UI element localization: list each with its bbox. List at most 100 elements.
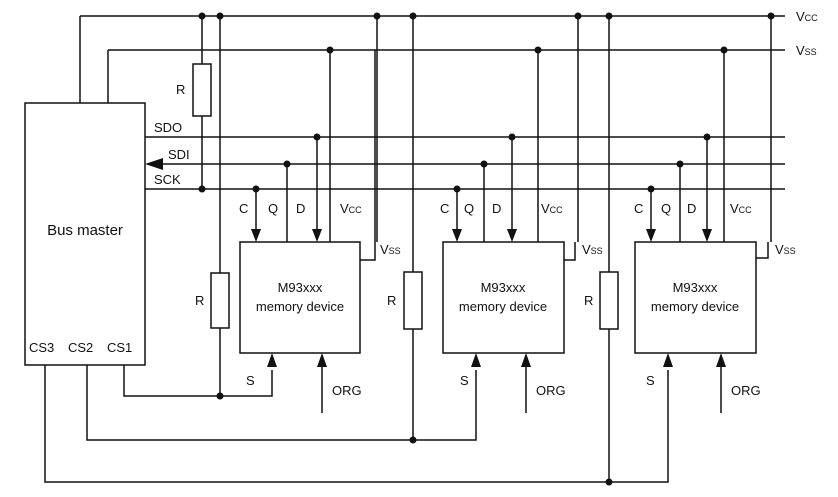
junction-dot <box>703 133 711 141</box>
device-1-vcc-label-sub: CC <box>349 205 362 215</box>
junction-dot <box>647 185 655 193</box>
device-3-q-label: Q <box>661 201 671 216</box>
device-1-s-arrow <box>267 353 277 367</box>
device-2-q-label: Q <box>464 201 474 216</box>
device-1-org-arrow <box>317 353 327 367</box>
device-2-vss-wire <box>564 242 576 261</box>
sck-pullup-resistor <box>192 63 212 117</box>
device-1-vss-label-sub: SS <box>389 246 401 256</box>
device-2-c-arrow <box>452 229 462 242</box>
junction-dot <box>252 185 260 193</box>
device-1-s-label: S <box>246 373 255 388</box>
device-3-c-arrow <box>646 229 656 242</box>
device-3-org-arrow <box>716 353 726 367</box>
sck-pullup-resistor-label: R <box>176 82 185 97</box>
device-2-vcc-label-main: V <box>541 201 550 216</box>
device-3-d-label: D <box>687 201 696 216</box>
vss-rail-label-sub: SS <box>805 47 817 57</box>
vcc-rail-label-sub: CC <box>805 13 818 23</box>
junction-dot <box>216 12 224 20</box>
cs2-label: CS2 <box>68 340 93 355</box>
junction-dot <box>326 46 334 54</box>
device-3-name-line2: memory device <box>651 299 739 314</box>
vss-rail-label-main: V <box>796 43 805 58</box>
device-1-q-label: Q <box>268 201 278 216</box>
device-1-vss-label-main: V <box>380 242 389 257</box>
vss-rail-label: VSS <box>796 43 817 58</box>
device-3-c-label: C <box>634 201 643 216</box>
junction-dot <box>534 46 542 54</box>
sdi-arrow <box>145 158 163 170</box>
junction-dot <box>409 12 417 20</box>
device-2-d-arrow <box>507 229 517 242</box>
junction-dot <box>480 160 488 168</box>
device-2-name-line1: M93xxx <box>481 280 526 295</box>
vcc-rail-label-main: V <box>796 9 805 24</box>
junction-dot <box>676 160 684 168</box>
device-1-name-line2: memory device <box>256 299 344 314</box>
sdi-label: SDI <box>168 147 190 162</box>
junction-dot <box>216 392 224 400</box>
device-1-vcc-label-main: V <box>340 201 349 216</box>
sck-label: SCK <box>154 172 181 187</box>
cs3-label: CS3 <box>29 340 54 355</box>
device-1-vss-label: VSS <box>380 242 401 257</box>
junction-dot <box>198 185 206 193</box>
junction-dots <box>198 12 775 486</box>
junction-dot <box>720 46 728 54</box>
junction-dot <box>508 133 516 141</box>
junction-dot <box>198 12 206 20</box>
device-2-s-label: S <box>460 373 469 388</box>
device-3-vcc-label-sub: CC <box>739 205 752 215</box>
cs2-pullup-resistor-label: R <box>387 293 396 308</box>
device-3-name-line1: M93xxx <box>673 280 718 295</box>
vcc-rail-label: VCC <box>796 9 818 24</box>
junction-dot <box>283 160 291 168</box>
device-2-s-arrow <box>471 353 481 367</box>
device-1-org-label: ORG <box>332 383 362 398</box>
junction-dot <box>313 133 321 141</box>
device-1-vss-wire <box>360 50 376 261</box>
junction-dot <box>574 12 582 20</box>
cs3-wire <box>44 365 669 483</box>
device-3-d-arrow <box>702 229 712 242</box>
device-3-s-label: S <box>646 373 655 388</box>
memory-device-2 <box>442 241 565 354</box>
device-3-org-label: ORG <box>731 383 761 398</box>
memory-device-1 <box>239 241 361 354</box>
device-3-vss-label: VSS <box>775 242 796 257</box>
device-1-d-arrow <box>312 229 322 242</box>
cs1-wire <box>123 365 273 397</box>
device-2-name-line2: memory device <box>459 299 547 314</box>
junction-dot <box>605 478 613 486</box>
junction-dot <box>605 12 613 20</box>
device-1-vcc-label: VCC <box>340 201 362 216</box>
device-2-vss-label-main: V <box>582 242 591 257</box>
junction-dot <box>409 436 417 444</box>
bus-master-block <box>24 102 146 366</box>
device-3-vcc-label-main: V <box>730 201 739 216</box>
memory-device-3 <box>634 241 757 354</box>
cs1-label: CS1 <box>107 340 132 355</box>
cs1-pullup-resistor <box>210 272 230 329</box>
device-1-c-arrow <box>251 229 261 242</box>
device-2-d-label: D <box>492 201 501 216</box>
cs1-pullup-resistor-label: R <box>195 293 204 308</box>
device-2-vcc-label: VCC <box>541 201 563 216</box>
device-1-d-label: D <box>296 201 305 216</box>
device-3-s-arrow <box>663 353 673 367</box>
device-2-org-label: ORG <box>536 383 566 398</box>
device-3-vss-label-main: V <box>775 242 784 257</box>
sdo-label: SDO <box>154 120 182 135</box>
device-3-vcc-label: VCC <box>730 201 752 216</box>
cs3-pullup-resistor-label: R <box>584 293 593 308</box>
device-3-vss-label-sub: SS <box>784 246 796 256</box>
junction-dot <box>373 12 381 20</box>
cs3-pullup-resistor <box>599 271 619 330</box>
device-2-vss-label-sub: SS <box>591 246 603 256</box>
junction-dot <box>453 185 461 193</box>
device-2-org-arrow <box>521 353 531 367</box>
junction-dot <box>767 12 775 20</box>
cs2-wire <box>86 365 477 441</box>
